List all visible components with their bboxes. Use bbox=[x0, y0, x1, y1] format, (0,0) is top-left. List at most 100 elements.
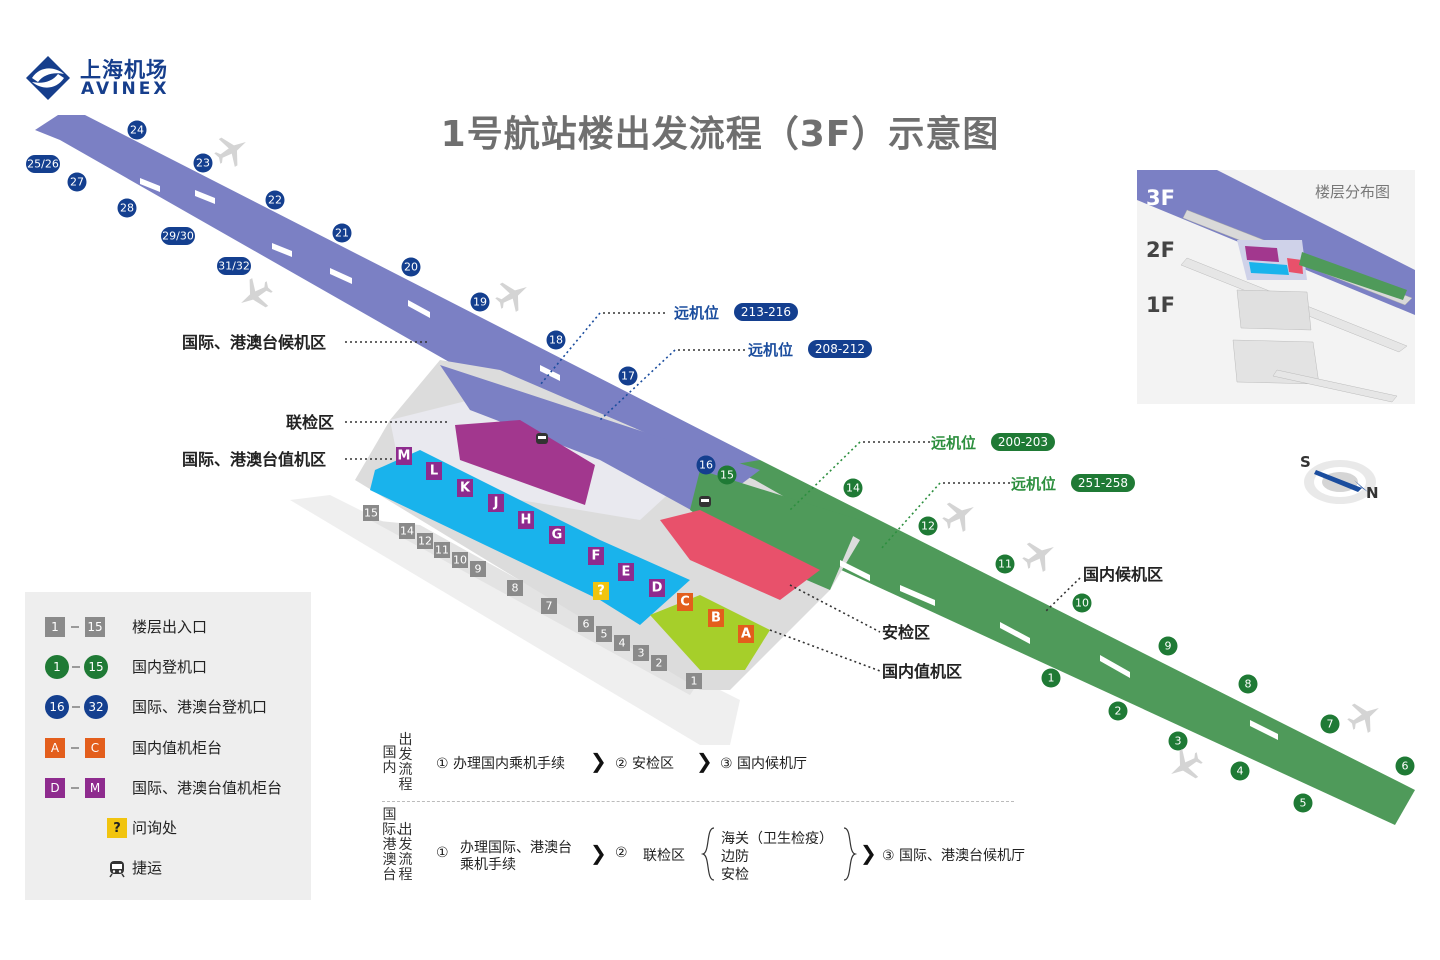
intl-gate-27-badge bbox=[67, 172, 87, 192]
dom-gate-6-label: 6 bbox=[1402, 760, 1409, 773]
intl-checkin-zone bbox=[370, 450, 690, 625]
intl-gate-badge-icon: 16 bbox=[45, 695, 69, 719]
intl-gate-29-30-label: 29/30 bbox=[162, 230, 194, 243]
right-brace-icon bbox=[843, 827, 858, 881]
dom-gate-1-label: 1 bbox=[1048, 672, 1055, 685]
legend-dash bbox=[72, 666, 80, 668]
intl-gate-23-badge bbox=[193, 153, 213, 173]
remote-stand-pill bbox=[991, 433, 1055, 451]
pier-detail bbox=[1250, 720, 1278, 740]
info-desk-icon: ? bbox=[107, 818, 127, 838]
dom-gate-3-label: 3 bbox=[1175, 735, 1182, 748]
checkin-zone-J-badge bbox=[488, 494, 504, 512]
dom-checkin-zone bbox=[650, 595, 770, 670]
leader-remote-200-tail bbox=[789, 441, 861, 511]
flow-domestic-bottom: 流程 bbox=[398, 762, 413, 793]
intl-gate-19-label: 19 bbox=[473, 296, 487, 309]
dom-gate-11-badge bbox=[995, 554, 1015, 574]
airplane-icon bbox=[1022, 542, 1054, 572]
dom-gate-2-badge bbox=[1108, 701, 1128, 721]
intl-gate-27-label: 27 bbox=[70, 176, 84, 189]
leader-dom-checkin bbox=[769, 629, 881, 672]
entrance-4-label: 4 bbox=[619, 637, 626, 650]
intl-gate-16-label: 16 bbox=[699, 459, 713, 472]
legend-intl-counter-icons: D M bbox=[45, 776, 135, 800]
pier-detail bbox=[272, 243, 292, 257]
security-zone bbox=[660, 510, 820, 600]
logo-cn: 上海机场 bbox=[80, 58, 168, 82]
legend-info-text: 问询处 bbox=[132, 819, 178, 837]
legend-dash bbox=[71, 747, 79, 749]
pier-detail bbox=[1000, 622, 1030, 644]
checkin-zone-K-label: K bbox=[460, 481, 471, 496]
intl-counter-badge-icon: M bbox=[85, 778, 105, 798]
airplane-shape bbox=[495, 282, 527, 312]
entrance-1-label: 1 bbox=[691, 675, 698, 688]
checkin-zone-H-badge bbox=[518, 511, 534, 529]
intl-gate-31-32-badge bbox=[217, 257, 251, 275]
checkin-zone-K-badge bbox=[457, 479, 473, 497]
inset-title: 楼层分布图 bbox=[1315, 183, 1391, 201]
flow-intl-step1-line2: 乘机手续 bbox=[460, 857, 516, 873]
intl-gate-28-label: 28 bbox=[120, 202, 134, 215]
airplane-shape bbox=[1171, 749, 1203, 779]
airplane-icon bbox=[1171, 749, 1203, 779]
checkin-zone-L-label: L bbox=[430, 464, 438, 479]
entrance-2-badge bbox=[651, 655, 667, 671]
dom-gate-10-badge bbox=[1072, 593, 1092, 613]
legend-dash bbox=[71, 626, 79, 628]
entrance-1-badge bbox=[686, 673, 702, 689]
dom-gate-7-label: 7 bbox=[1327, 718, 1334, 731]
shuttle-train-window bbox=[538, 436, 546, 439]
compass-north-label: N bbox=[1366, 484, 1379, 502]
flow-intl-check-security: 安检 bbox=[721, 867, 749, 883]
dom-gate-5-badge bbox=[1293, 793, 1313, 813]
legend-dom-gate-row: 1 15 国内登机口 bbox=[25, 652, 311, 682]
dom-gate-5-label: 5 bbox=[1300, 797, 1307, 810]
flow-domestic-step3: ③ 国内候机厅 bbox=[720, 756, 808, 772]
dom-gate-9-badge bbox=[1158, 636, 1178, 656]
entrance-14-label: 14 bbox=[400, 525, 414, 538]
intl-gate-badge-icon: 32 bbox=[84, 695, 108, 719]
leader-security bbox=[789, 584, 881, 633]
compass-icon: S N bbox=[1300, 453, 1379, 504]
intl-gate-24-label: 24 bbox=[130, 124, 144, 137]
checkin-zone-L-badge bbox=[426, 462, 442, 480]
floor-1f-label: 1F bbox=[1146, 293, 1175, 317]
flow-intl-check-border: 边防 bbox=[721, 849, 749, 865]
joint-inspection-zone bbox=[455, 420, 595, 505]
legend-shuttle-text: 捷运 bbox=[132, 859, 163, 877]
dom-lobby bbox=[690, 470, 860, 590]
intl-gate-22-badge bbox=[265, 190, 285, 210]
legend-intl-gate-row: 16 32 国际、港澳台登机口 bbox=[25, 692, 311, 722]
legend-entrance-icons: 1 15 bbox=[45, 615, 135, 639]
dom-counter-badge-icon: A bbox=[45, 738, 65, 758]
entrance-badge-icon: 15 bbox=[85, 617, 105, 637]
leader-dom-waiting bbox=[1044, 577, 1081, 613]
compass-south-label: S bbox=[1300, 453, 1311, 471]
intl-gate-29-30-badge bbox=[161, 227, 195, 245]
flow-intl-num1: ① bbox=[436, 845, 449, 861]
legend-shuttle-row: 捷运 bbox=[25, 853, 311, 883]
remote-stand-range: 208-212 bbox=[815, 342, 865, 356]
entrance-6-badge bbox=[578, 616, 594, 632]
entrance-2-label: 2 bbox=[656, 657, 663, 670]
intl-gate-17-badge bbox=[618, 366, 638, 386]
dom-gate-2-label: 2 bbox=[1115, 705, 1122, 718]
remote-stand-pill bbox=[808, 340, 872, 358]
airplane-shape bbox=[241, 278, 273, 308]
shuttle-train-window bbox=[701, 499, 709, 502]
intl-gate-16-badge bbox=[696, 455, 716, 475]
airplane-shape bbox=[942, 502, 974, 532]
dom-gate-7-badge bbox=[1320, 714, 1340, 734]
dom-gate-1-badge bbox=[1041, 668, 1061, 688]
legend-entrance-text: 楼层出入口 bbox=[132, 618, 208, 636]
pier-detail bbox=[140, 178, 160, 192]
pier-detail bbox=[540, 365, 560, 381]
intl-gate-28-badge bbox=[117, 198, 137, 218]
airplane-icon bbox=[1347, 703, 1379, 733]
entrance-8-badge bbox=[507, 580, 523, 596]
chevron-right-icon: ❯ bbox=[696, 749, 713, 773]
entrance-9-badge bbox=[470, 561, 486, 577]
dom-gate-4-badge bbox=[1230, 761, 1250, 781]
